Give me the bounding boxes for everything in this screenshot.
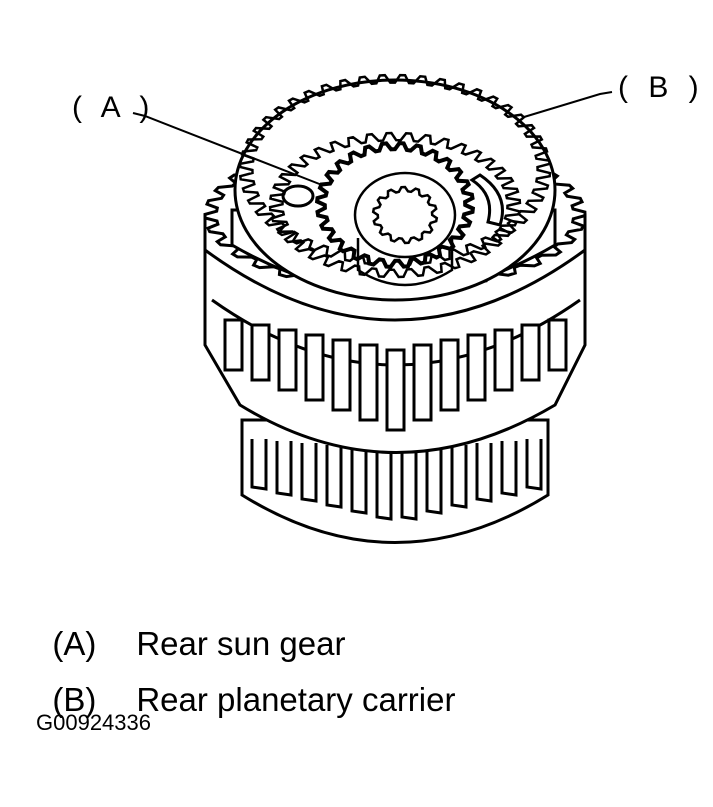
hub-spline-tooth [325, 445, 343, 509]
drum-slot [520, 323, 541, 382]
ring-gear-inner-teeth [268, 131, 522, 279]
callout-label-a: ( A ) [72, 91, 156, 124]
leader-line-a [132, 112, 323, 186]
drum-slot [358, 343, 379, 422]
sun-gear-inner-spline [371, 185, 439, 245]
hub-spline-tooth [525, 439, 543, 491]
hub-spline-tooth [450, 445, 468, 509]
drum-slot [304, 333, 325, 402]
hub-spline-tooth [375, 449, 393, 521]
drum-slot [439, 338, 460, 412]
carrier-bolt-hole [281, 184, 315, 208]
drum-slot [466, 333, 487, 402]
lower-spline-hub [240, 418, 550, 544]
drum-slot [547, 318, 568, 372]
rear-sun-gear [314, 141, 476, 287]
drum-slot [277, 328, 298, 392]
drum-slot [493, 328, 514, 392]
hub-spline-tooth [275, 441, 293, 497]
drum-slot [223, 318, 244, 372]
drum-slot [331, 338, 352, 412]
drum-slot [385, 348, 406, 432]
ring-gear [238, 73, 552, 279]
legend-label-b: Rear planetary carrier [136, 681, 456, 718]
ring-gear-outer-teeth [238, 73, 552, 267]
legend-row-b: (B) Rear planetary carrier [34, 650, 455, 716]
hub-spline-tooth [425, 447, 443, 515]
hub-spline-tooth [350, 447, 368, 515]
hub-spline-tooth [500, 441, 518, 497]
legend-label-a: Rear sun gear [136, 625, 346, 662]
drum-slot [250, 323, 271, 382]
hub-spline-tooth [250, 439, 268, 491]
hub-spline-tooth [300, 443, 318, 503]
hub-spline-tooth [400, 449, 418, 521]
legend-row-a: (A) Rear sun gear [34, 594, 345, 660]
legend-key-a: (A) [52, 625, 97, 662]
legend-key-b: (B) [52, 681, 97, 718]
sun-gear-collar [356, 238, 454, 287]
leader-lines [132, 91, 613, 186]
carrier-slot [469, 173, 504, 227]
leader-line-b [523, 91, 613, 118]
drum-band-upper [204, 248, 586, 322]
hub-spline-tooth [475, 443, 493, 503]
drum-slot [412, 343, 433, 422]
hub-body [240, 418, 550, 544]
callout-label-b: ( B ) [618, 71, 705, 104]
figure-id: G00924336 [36, 710, 151, 735]
